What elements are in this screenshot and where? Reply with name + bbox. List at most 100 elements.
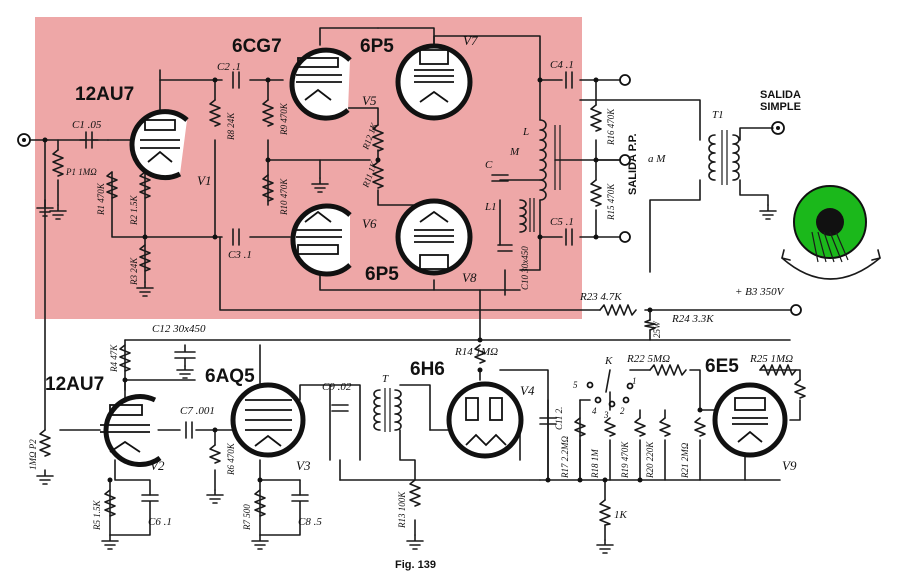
resistor-r15 — [590, 179, 602, 207]
output-terminal — [619, 231, 631, 243]
ground-symbol — [759, 204, 777, 220]
label-c5: C5 .1 — [550, 216, 574, 228]
tube-id: V9 — [782, 458, 797, 473]
label-r19: R19 470K — [620, 441, 630, 479]
ground-symbol — [176, 365, 194, 379]
resistor-r10 — [262, 174, 274, 202]
tube-v5 — [289, 47, 352, 121]
figure-caption: Fig. 139 — [395, 559, 436, 571]
tube-id: V6 — [362, 216, 377, 231]
label-r3: R3 24K — [129, 257, 139, 286]
label-c7: C7 .001 — [180, 405, 215, 417]
capacitor-c4 — [565, 71, 573, 89]
transformer-t1-secondary — [732, 134, 740, 181]
label-salida-simple-1: SALIDA — [760, 89, 801, 101]
resistor-r17 — [574, 417, 586, 437]
resistor-r5 — [104, 489, 116, 517]
resistor-r6 — [209, 444, 221, 464]
capacitor-c5 — [565, 228, 573, 246]
label-r20: R20 220K — [645, 441, 655, 479]
resistor-r24 — [644, 319, 656, 331]
switch-contact — [594, 396, 602, 404]
label-salida-simple-2: SIMPLE — [760, 101, 801, 113]
label-c9: C9 .02 — [322, 381, 352, 393]
tube-id: V1 — [197, 173, 211, 188]
tube-id: V5 — [362, 93, 377, 108]
ground-symbol — [311, 177, 329, 193]
label-switch-4: 4 — [592, 406, 597, 416]
inductors — [373, 119, 740, 432]
resistor-r9 — [262, 99, 274, 127]
label-c4: C4 .1 — [550, 59, 574, 71]
label-c3: C3 .1 — [228, 249, 252, 261]
tube-v2 — [100, 394, 162, 467]
switch-contact — [608, 400, 616, 408]
component-labels: C1 .05 P1 1MΩ R1 470K R2 1.5K R3 24K C2 … — [28, 59, 793, 531]
tube-label-v2: 12AU7 — [45, 374, 104, 395]
resistor-r-right — [794, 379, 806, 399]
capacitor-c8 — [291, 494, 309, 521]
resistor-r7 — [254, 489, 266, 517]
tube-v1 — [129, 109, 189, 181]
label-r4: R4 47K — [109, 344, 119, 373]
label-r24: R24 3.3K — [671, 313, 714, 325]
switch-contact — [586, 381, 594, 389]
label-r9: R9 470K — [279, 102, 289, 136]
output-terminal — [619, 74, 631, 86]
tube-type-labels: 12AU7 6CG7 6P5 6P5 12AU7 6AQ5 6H6 6E5 — [45, 36, 739, 395]
input-jack — [17, 133, 31, 147]
label-k: K — [604, 355, 613, 367]
ground-symbol — [596, 539, 614, 554]
tube-label-v8: 6P5 — [365, 264, 399, 285]
tube-label-v4: 6H6 — [410, 359, 445, 380]
label-t1: T1 — [712, 109, 724, 121]
switch-contact — [622, 396, 630, 404]
tube-v4 — [446, 381, 524, 459]
resistors — [39, 99, 806, 526]
output-jack-simple — [771, 121, 785, 135]
tube-label-v5: 6CG7 — [232, 36, 282, 57]
tube-id: V4 — [520, 383, 535, 398]
label-am: a M — [648, 153, 666, 165]
output-labels: SALIDA SIMPLE SALIDA P.P. — [627, 89, 801, 195]
label-25w: 25W — [652, 320, 662, 338]
label-r6: R6 470K — [226, 442, 236, 476]
capacitor-c9 — [331, 404, 349, 412]
label-c6: C6 .1 — [148, 516, 172, 528]
tube-v7 — [395, 43, 473, 121]
resistor-r20 — [659, 417, 671, 437]
ground-symbol — [36, 469, 54, 485]
label-c2: C2 .1 — [217, 61, 241, 73]
b3-terminal — [790, 304, 802, 316]
tube-id: V3 — [296, 458, 311, 473]
resistor-r22 — [649, 364, 687, 376]
label-r16: R16 470K — [606, 108, 616, 146]
resistor-1k — [599, 499, 611, 526]
tube-id: V8 — [462, 270, 477, 285]
tube-v3 — [230, 382, 306, 458]
grounds — [36, 177, 777, 554]
label-r-1k: 1K — [614, 509, 628, 521]
terminals — [17, 74, 802, 408]
capacitor-c11 — [539, 417, 557, 425]
resistor-r11 — [372, 161, 384, 189]
tube-label-v7: 6P5 — [360, 36, 394, 57]
resistor-r21 — [694, 417, 706, 437]
label-r18: R18 1M — [590, 449, 600, 479]
ground-symbol — [49, 204, 67, 220]
resistor-r25 — [759, 364, 797, 376]
output-terminal — [619, 154, 631, 166]
label-salida-pp: SALIDA P.P. — [627, 133, 639, 195]
label-switch-2: 2 — [620, 406, 625, 416]
label-r13: R13 100K — [397, 491, 407, 529]
label-b3: + B3 350V — [735, 286, 785, 298]
label-r1: R1 470K — [96, 182, 106, 216]
inductor-l — [539, 119, 547, 201]
tube-v6 — [290, 203, 352, 277]
capacitor-c — [491, 174, 509, 182]
transformer-t-secondary — [394, 389, 402, 431]
transformer-t-primary — [373, 389, 381, 431]
label-l1: L1 — [484, 201, 497, 213]
ground-symbol — [251, 534, 269, 550]
